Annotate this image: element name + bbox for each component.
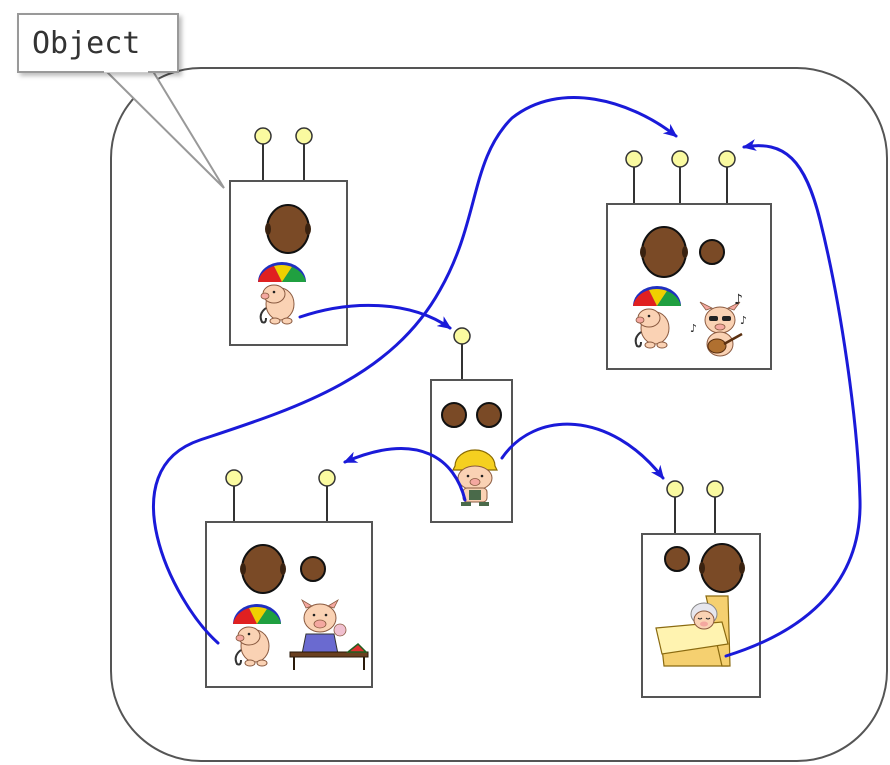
arrow-worker-to-table	[343, 447, 467, 502]
arrow-table-to-guitar	[152, 96, 678, 645]
message-arrows	[152, 96, 862, 658]
head-icon	[265, 204, 311, 254]
callout-label: Object	[32, 26, 140, 61]
head-icon	[441, 402, 467, 428]
head-icon	[699, 543, 745, 593]
head-icon	[300, 556, 326, 582]
port-node	[625, 150, 643, 168]
port-node	[318, 469, 336, 487]
head-icon	[640, 226, 688, 278]
port-node	[666, 480, 684, 498]
svg-text:♪: ♪	[690, 322, 697, 335]
pig-bed-icon	[655, 595, 731, 667]
head-icon	[699, 239, 725, 265]
port-node	[254, 127, 272, 145]
arrow-worker-to-bed	[500, 422, 665, 480]
port-node	[225, 469, 243, 487]
arrow-bed-to-guitar	[724, 139, 862, 658]
port-node	[295, 127, 313, 145]
object-callout: Object	[17, 13, 225, 189]
object-worker	[430, 327, 513, 523]
object-box	[606, 203, 772, 370]
object-box	[205, 521, 373, 688]
port-node	[671, 150, 689, 168]
arrow-umbrella-to-worker	[298, 303, 452, 330]
port-node	[718, 150, 736, 168]
head-icon	[664, 546, 690, 572]
pig-guitar-icon: ♪ ♪ ♪	[690, 292, 747, 357]
port-node	[453, 327, 471, 345]
object-guitar: ♪ ♪ ♪	[606, 150, 772, 370]
callout-box	[17, 13, 179, 73]
pig-table-icon	[289, 598, 369, 670]
object-table	[205, 469, 373, 688]
port-node	[706, 480, 724, 498]
object-umbrella	[229, 127, 348, 346]
head-icon	[240, 544, 286, 594]
object-bed	[641, 480, 761, 698]
svg-text:♪: ♪	[734, 292, 743, 308]
svg-text:♪: ♪	[740, 314, 747, 327]
head-icon	[476, 402, 502, 428]
